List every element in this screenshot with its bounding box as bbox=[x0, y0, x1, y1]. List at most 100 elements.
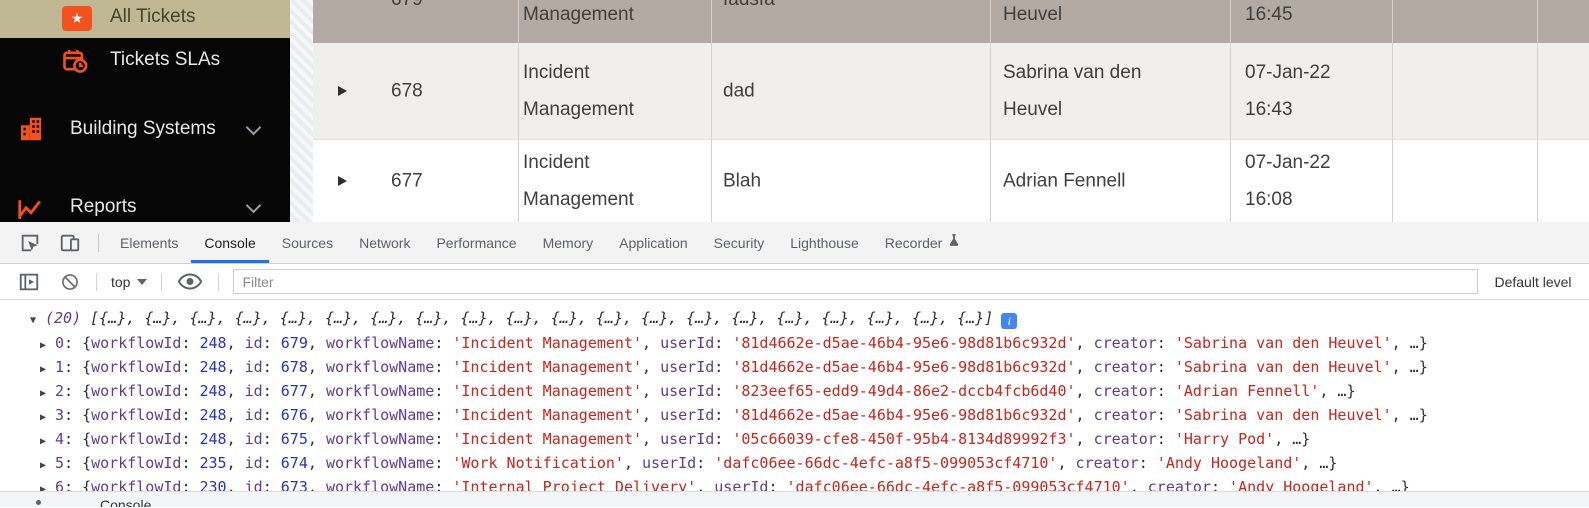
row-expander-icon[interactable] bbox=[338, 86, 347, 96]
inspect-element-icon[interactable] bbox=[18, 222, 42, 263]
column-divider bbox=[990, 0, 991, 222]
tab-elements[interactable]: Elements bbox=[120, 234, 179, 251]
collapse-arrow-icon[interactable]: ▼ bbox=[30, 315, 37, 326]
ticket-created: 07-Jan-22 16:43 bbox=[1245, 62, 1331, 120]
clear-console-icon[interactable] bbox=[60, 272, 80, 292]
row-expander-icon[interactable] bbox=[338, 176, 347, 186]
column-divider bbox=[1537, 0, 1538, 222]
sidebar-item-all-tickets[interactable]: ★ All Tickets bbox=[0, 0, 290, 38]
line-chart-icon bbox=[16, 194, 46, 222]
calendar-clock-icon bbox=[61, 47, 89, 81]
tab-console[interactable]: Console bbox=[191, 222, 268, 263]
console-bottom-strip: Console bbox=[0, 491, 1589, 507]
console-object-row[interactable]: ▶2: {workflowId: 248, id: 677, workflowN… bbox=[0, 379, 1589, 403]
chevron-down-icon[interactable] bbox=[245, 197, 262, 214]
ticket-created: 07-Jan-22 16:08 bbox=[1245, 152, 1331, 210]
experiment-flask-icon bbox=[947, 223, 961, 263]
log-level-dropdown[interactable]: Default level bbox=[1494, 273, 1572, 290]
divider bbox=[161, 272, 163, 291]
divider bbox=[218, 272, 220, 291]
table-row-selected[interactable]: 679 Management fadsfa Heuvel 16:45 bbox=[313, 0, 1589, 43]
column-divider bbox=[711, 0, 712, 222]
console-object-row[interactable]: ▶5: {workflowId: 235, id: 674, workflowN… bbox=[0, 451, 1589, 475]
console-object-row-clipped[interactable]: ▶6: {workflowId: 230, id: 673, workflowN… bbox=[0, 475, 1589, 491]
array-index: 0 bbox=[55, 334, 65, 352]
array-index: 5 bbox=[55, 454, 65, 472]
expand-arrow-icon[interactable]: ▶ bbox=[40, 388, 47, 399]
tab-security[interactable]: Security bbox=[713, 234, 765, 251]
building-icon bbox=[16, 114, 46, 150]
column-divider bbox=[1392, 0, 1393, 222]
ticket-creator: Heuvel bbox=[1003, 4, 1063, 25]
array-index: 6 bbox=[55, 478, 65, 491]
tab-network[interactable]: Network bbox=[359, 234, 411, 251]
console-object-row[interactable]: ▶1: {workflowId: 248, id: 678, workflowN… bbox=[0, 355, 1589, 379]
ticket-id: 677 bbox=[391, 170, 423, 192]
column-divider bbox=[1230, 0, 1231, 222]
ticket-id: 679 bbox=[391, 0, 423, 14]
expand-arrow-icon[interactable]: ▶ bbox=[40, 340, 47, 351]
sidebar-item-label: Tickets SLAs bbox=[110, 49, 221, 70]
console-object-row[interactable]: ▶4: {workflowId: 248, id: 675, workflowN… bbox=[0, 427, 1589, 451]
array-index: 3 bbox=[55, 406, 65, 424]
ticketing-app: ★ All Tickets Tickets SLAs bbox=[0, 0, 1589, 222]
devtools-tab-bar: Elements Console Sources Network Perform… bbox=[0, 222, 1589, 264]
sidebar-item-label: All Tickets bbox=[110, 6, 196, 27]
array-index: 4 bbox=[55, 430, 65, 448]
brace: : { bbox=[64, 334, 92, 352]
app-sidebar: ★ All Tickets Tickets SLAs bbox=[0, 0, 290, 222]
workflow-name: Incident Management bbox=[523, 152, 634, 210]
clipped-label: Console bbox=[100, 497, 152, 507]
tab-sources[interactable]: Sources bbox=[281, 234, 334, 251]
tab-application[interactable]: Application bbox=[619, 234, 688, 251]
workflow-name: Incident Management bbox=[523, 62, 634, 120]
sidebar-item-building-systems[interactable]: Building Systems bbox=[0, 104, 290, 152]
console-filter-input[interactable] bbox=[233, 269, 1479, 294]
value-number: 679 bbox=[280, 334, 308, 352]
devtools-panel: Elements Console Sources Network Perform… bbox=[0, 222, 1589, 508]
ticket-subject: fadsfa bbox=[723, 0, 973, 14]
live-expression-eye-icon[interactable] bbox=[178, 273, 203, 290]
console-object-row[interactable]: ▶0: {workflowId: 248, id: 679, workflowN… bbox=[0, 331, 1589, 355]
bullet-dot-icon bbox=[36, 500, 41, 505]
console-messages: ▼ (20) [{…}, {…}, {…}, {…}, {…}, {…}, {…}… bbox=[0, 300, 1589, 491]
tab-memory[interactable]: Memory bbox=[542, 234, 594, 251]
striped-gutter bbox=[290, 0, 313, 222]
info-icon[interactable]: i bbox=[1001, 313, 1018, 329]
expand-arrow-icon[interactable]: ▶ bbox=[40, 484, 47, 491]
array-preview: [{…}, {…}, {…}, {…}, {…}, {…}, {…}, {…},… bbox=[90, 309, 994, 327]
value-number: 248 bbox=[199, 334, 227, 352]
table-row[interactable]: 677 Incident Management Blah Adrian Fenn… bbox=[313, 139, 1589, 222]
tab-performance[interactable]: Performance bbox=[436, 234, 517, 251]
expand-arrow-icon[interactable]: ▶ bbox=[40, 412, 47, 423]
divider bbox=[98, 233, 99, 252]
console-toolbar: top Default level bbox=[0, 264, 1589, 300]
sidebar-item-reports[interactable]: Reports bbox=[0, 188, 290, 222]
context-selector-dropdown[interactable]: top bbox=[111, 274, 148, 290]
divider bbox=[96, 272, 97, 291]
ticket-id: 678 bbox=[391, 80, 423, 102]
expand-arrow-icon[interactable]: ▶ bbox=[40, 460, 47, 471]
console-array-summary: ▼ (20) [{…}, {…}, {…}, {…}, {…}, {…}, {…}… bbox=[0, 306, 1589, 331]
ticket-subject: Blah bbox=[723, 170, 762, 192]
sidebar-item-label: Building Systems bbox=[70, 118, 216, 139]
console-object-row[interactable]: ▶3: {workflowId: 248, id: 676, workflowN… bbox=[0, 403, 1589, 427]
expand-arrow-icon[interactable]: ▶ bbox=[40, 436, 47, 447]
expand-arrow-icon[interactable]: ▶ bbox=[40, 364, 47, 375]
chevron-down-icon[interactable] bbox=[245, 119, 262, 136]
device-toolbar-icon[interactable] bbox=[58, 222, 82, 263]
console-sidebar-toggle-icon[interactable] bbox=[18, 271, 40, 293]
array-length: (20) bbox=[45, 309, 91, 327]
value-string: 'Incident Management' bbox=[452, 334, 643, 352]
tab-recorder[interactable]: Recorder bbox=[872, 222, 975, 263]
sidebar-item-label: Reports bbox=[70, 196, 137, 217]
ticket-created: 16:45 bbox=[1245, 4, 1293, 25]
ticket-creator: Sabrina van den Heuvel bbox=[1003, 62, 1142, 120]
tab-lighthouse[interactable]: Lighthouse bbox=[790, 234, 859, 251]
tickets-table: 679 Management fadsfa Heuvel 16:45 678 I… bbox=[313, 0, 1589, 222]
ticket-star-icon: ★ bbox=[62, 6, 92, 31]
table-row[interactable]: 678 Incident Management dad Sabrina van … bbox=[313, 43, 1589, 139]
sidebar-item-tickets-slas[interactable]: Tickets SLAs bbox=[0, 38, 290, 84]
array-index: 1 bbox=[55, 358, 65, 376]
